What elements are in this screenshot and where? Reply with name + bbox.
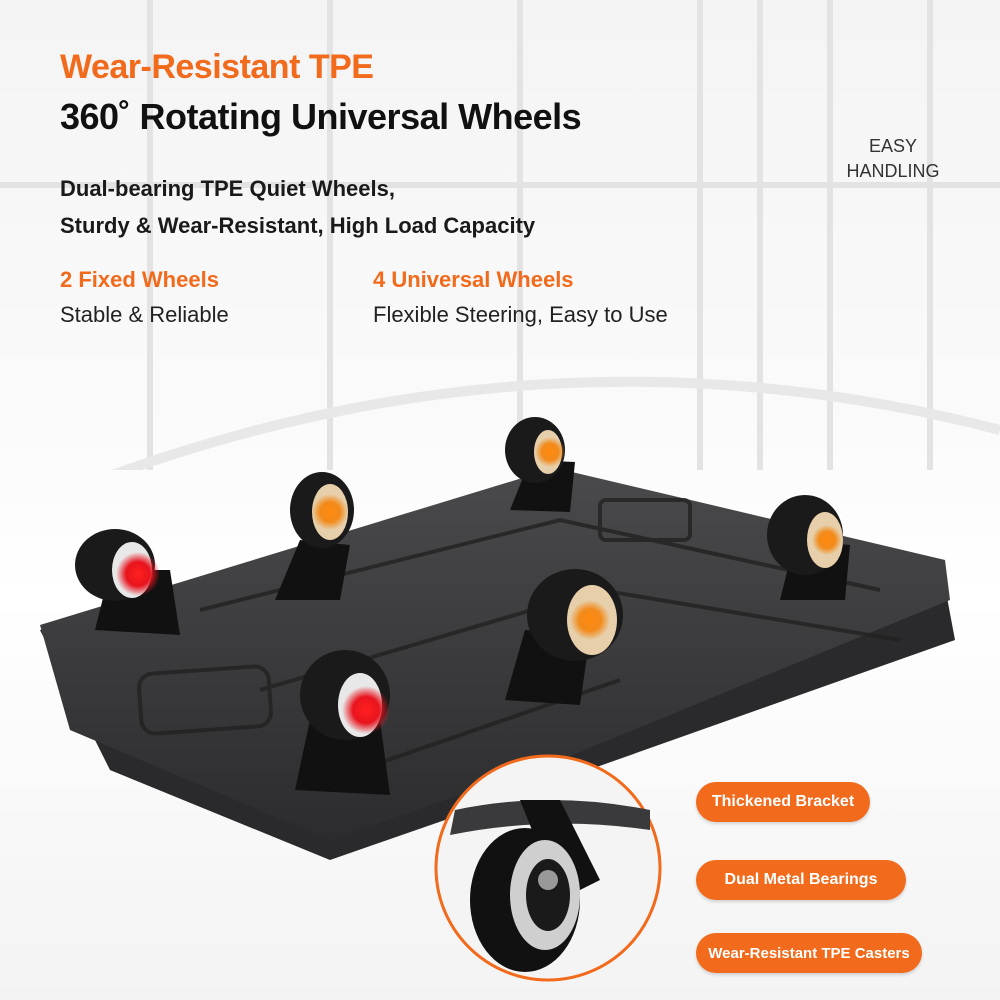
fixed-wheels-title: 2 Fixed Wheels [60, 267, 219, 292]
fixed-wheels-subtitle: Stable & Reliable [60, 302, 229, 327]
caster-detail-zoom [434, 754, 662, 982]
headline-rotation: 360˚ Rotating Universal Wheels [60, 96, 582, 137]
callout-dual-metal-bearings: Dual Metal Bearings [696, 860, 906, 900]
platform-base [40, 468, 950, 840]
universal-wheel-4 [505, 569, 623, 705]
window-background [0, 0, 1000, 470]
universal-wheels-subtitle: Flexible Steering, Easy to Use [373, 302, 668, 327]
universal-wheel-3 [767, 495, 850, 600]
easy-handling-line-1: EASY [868, 136, 918, 156]
universal-wheels-title: 4 Universal Wheels [373, 267, 574, 292]
universal-wheel-1 [275, 472, 354, 600]
trolley-illustration [40, 417, 955, 982]
callout-thickened-bracket: Thickened Bracket [696, 782, 870, 822]
easy-handling-label: EASY HANDLING [838, 134, 948, 184]
fixed-wheel-1 [75, 529, 180, 635]
headline-material: Wear-Resistant TPE [60, 48, 374, 86]
description-line-2: Sturdy & Wear-Resistant, High Load Capac… [60, 213, 536, 238]
easy-handling-line-2: HANDLING [846, 161, 940, 181]
universal-wheel-2 [505, 417, 575, 512]
fixed-wheel-2 [295, 650, 390, 795]
callout-tpe-casters: Wear-Resistant TPE Casters [696, 933, 922, 973]
description-line-1: Dual-bearing TPE Quiet Wheels, [60, 176, 395, 201]
